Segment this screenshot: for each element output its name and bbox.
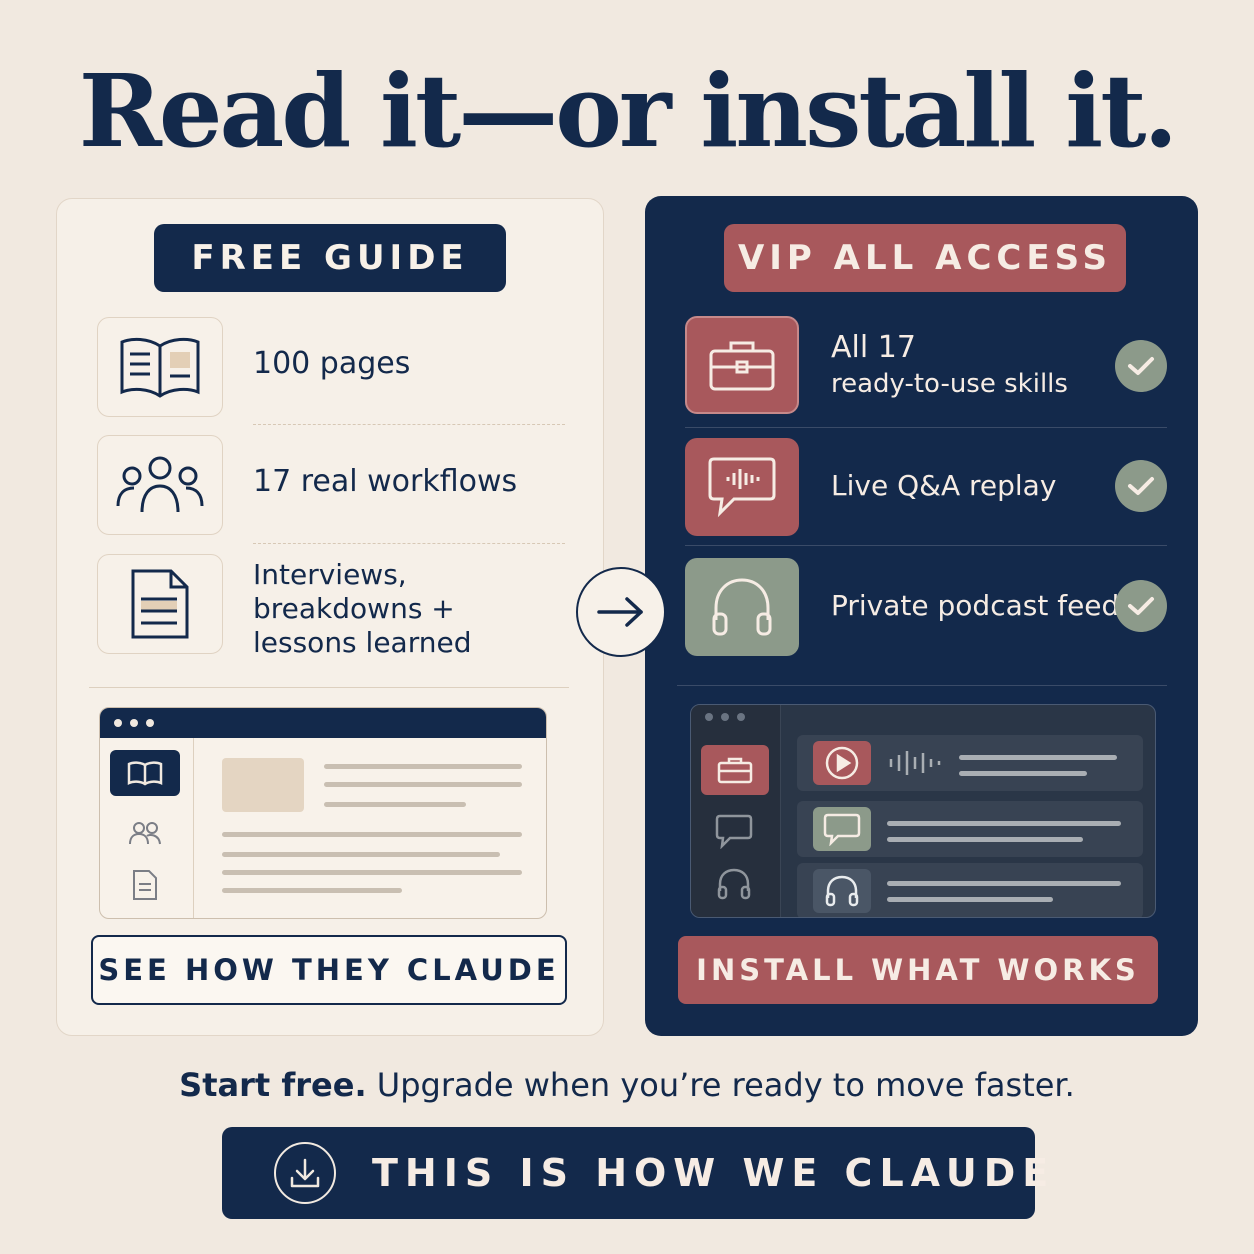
people-group-icon (97, 435, 223, 535)
install-what-works-button[interactable]: INSTALL WHAT WORKS (678, 936, 1158, 1004)
vip-feature-label: Live Q&A replay (831, 469, 1057, 502)
free-guide-badge: FREE GUIDE (154, 224, 506, 292)
free-feature-label: 17 real workflows (253, 464, 518, 499)
window-titlebar (100, 708, 546, 738)
divider (677, 685, 1167, 686)
divider (253, 424, 565, 425)
see-how-they-claude-button[interactable]: SEE HOW THEY CLAUDE (91, 935, 567, 1005)
free-feature-label: Interviews, breakdowns + lessons learned (253, 558, 471, 660)
list-item (797, 801, 1143, 857)
list-item (797, 735, 1143, 791)
divider (685, 427, 1167, 428)
free-feature-line: Interviews, (253, 558, 407, 591)
document-icon (110, 862, 180, 908)
briefcase-icon (701, 745, 769, 795)
vip-feature-line: All 17 (831, 330, 916, 365)
open-book-icon (110, 750, 180, 796)
check-icon (1115, 580, 1167, 632)
chat-icon (715, 813, 753, 853)
vip-feature-line: ready-to-use skills (831, 369, 1068, 399)
vip-all-access-badge: VIP ALL ACCESS (724, 224, 1126, 292)
tagline: Start free. Upgrade when you’re ready to… (0, 1066, 1254, 1104)
vip-app-preview (690, 704, 1156, 918)
divider (253, 543, 565, 544)
chat-icon (813, 807, 871, 851)
download-icon (274, 1142, 336, 1204)
vip-feature-label: Private podcast feed (831, 589, 1120, 622)
divider (685, 545, 1167, 546)
free-feature-line: lessons learned (253, 626, 472, 659)
chat-audio-icon (685, 438, 799, 536)
free-feature-label: 100 pages (253, 346, 411, 381)
image-placeholder (222, 758, 304, 812)
free-guide-panel: FREE GUIDE 100 pages 17 real wo (56, 198, 604, 1036)
tagline-bold: Start free. (179, 1066, 367, 1104)
preview-sidebar (100, 738, 194, 918)
headphones-icon (813, 869, 871, 913)
headphones-icon (717, 867, 751, 905)
people-group-icon (110, 810, 180, 856)
document-icon (97, 554, 223, 654)
headline: Read it—or install it. (78, 52, 1178, 170)
open-book-icon (97, 317, 223, 417)
free-feature-line: breakdowns + (253, 592, 455, 625)
cta-label: THIS IS HOW WE CLAUDE (372, 1151, 1056, 1195)
guide-app-preview (99, 707, 547, 919)
vip-access-panel: VIP ALL ACCESS All 17 ready-to-use skill… (645, 196, 1198, 1036)
play-icon (813, 741, 871, 785)
briefcase-icon (685, 316, 799, 414)
divider (89, 687, 569, 688)
waveform-icon (889, 751, 941, 775)
this-is-how-we-claude-button[interactable]: THIS IS HOW WE CLAUDE (222, 1127, 1048, 1219)
vip-feature-label: All 17 ready-to-use skills (831, 330, 1068, 402)
check-icon (1115, 460, 1167, 512)
preview-sidebar (691, 705, 781, 917)
arrow-right-icon (576, 567, 666, 657)
list-item (797, 863, 1143, 917)
check-icon (1115, 340, 1167, 392)
headphones-icon (685, 558, 799, 656)
tagline-rest: Upgrade when you’re ready to move faster… (366, 1066, 1075, 1104)
